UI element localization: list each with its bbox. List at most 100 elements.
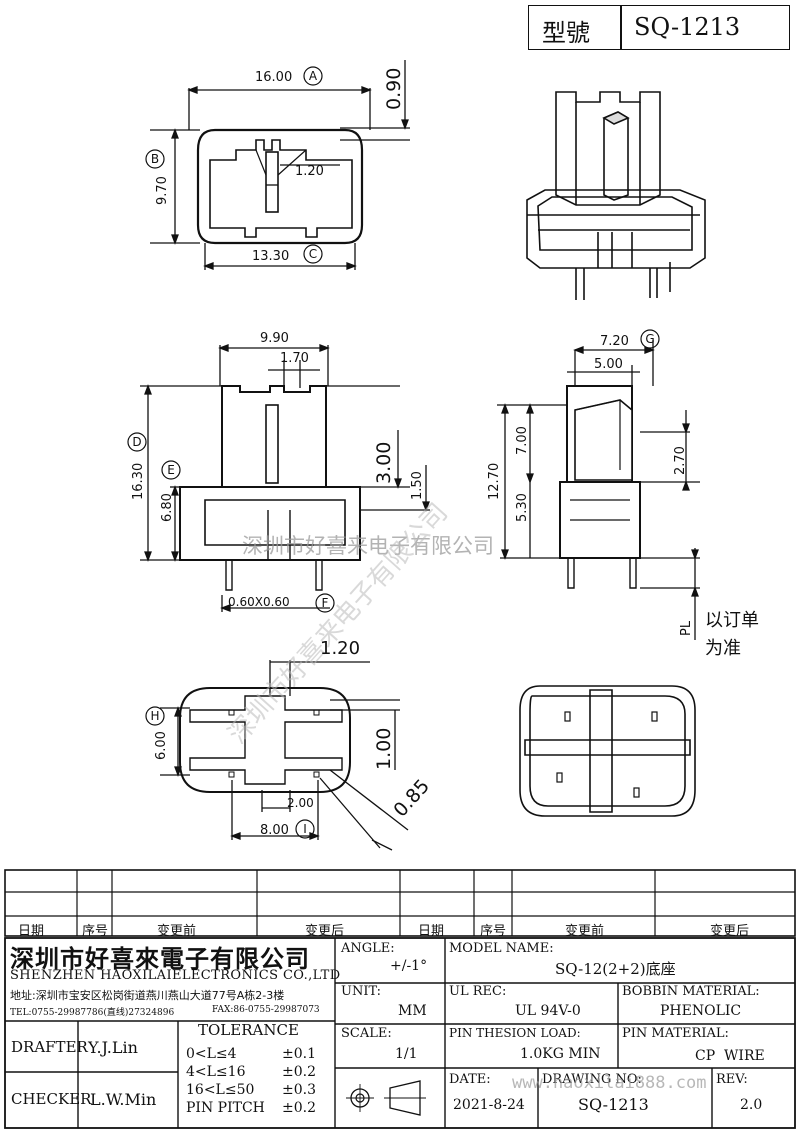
checker-value: L.W.Min [90, 1090, 157, 1109]
dim-0-60x0-60: 0.60X0.60 [228, 595, 290, 609]
dim-1-50: 1.50 [410, 471, 425, 500]
drawing-no-value: SQ-1213 [578, 1095, 649, 1114]
marker-f: F [322, 596, 329, 610]
angle-label: ANGLE: [341, 941, 395, 956]
dim-0-85: 0.85 [389, 775, 434, 821]
scale-value: 1/1 [395, 1046, 418, 1062]
pin-tension-value: 1.0KG MIN [520, 1046, 601, 1062]
tol-value-3: ±0.3 [282, 1082, 316, 1098]
dim-7-00: 7.00 [515, 426, 530, 455]
tol-value-4: ±0.2 [282, 1100, 316, 1116]
dim-1-70: 1.70 [280, 351, 309, 366]
website-watermark: www.haoxilai888.com [512, 1073, 707, 1093]
company-fax: FAX:86-0755-29987073 [212, 1005, 320, 1015]
rev-header-after-1: 变更后 [305, 924, 345, 939]
bobbin-material-value: PHENOLIC [660, 1003, 742, 1019]
side-view [497, 340, 700, 640]
dim-1-20-bottom: 1.20 [320, 638, 360, 659]
dim-1-20-top: 1.20 [295, 164, 324, 179]
rev-header-date-1: 日期 [18, 924, 45, 939]
tol-range-3: 16<L≤50 [186, 1082, 255, 1098]
marker-a: A [309, 69, 318, 83]
rev-label: REV: [716, 1072, 748, 1087]
unit-value: MM [398, 1003, 427, 1019]
markers [127, 66, 660, 839]
ul-rec-label: UL REC: [449, 984, 507, 999]
header-box [528, 5, 790, 50]
front-view [140, 344, 430, 612]
model-value: SQ-1213 [634, 13, 741, 41]
date-label: DATE: [449, 1072, 491, 1087]
bobbin-material-label: BOBBIN MATERIAL: [622, 984, 760, 999]
company-tel: TEL:0755-29987786(直线)27324896 [10, 1008, 175, 1018]
marker-h: H [150, 709, 159, 723]
drafter-value: Y.J.Lin [88, 1038, 138, 1057]
rev-header-before-2: 变更前 [565, 924, 605, 939]
dim-1-00: 1.00 [373, 728, 395, 770]
header-divider [620, 5, 622, 50]
iso-view-bottom [519, 685, 696, 817]
drawing-no-label: DRAWING NO: [542, 1072, 642, 1087]
dim-16-30: 16.30 [131, 463, 146, 500]
company-name-cn: 深圳市好喜來電子有限公司 [10, 944, 310, 973]
scale-label: SCALE: [341, 1026, 392, 1041]
top-view-rib [265, 151, 279, 213]
unit-label: UNIT: [341, 984, 382, 999]
dim-16-00: 16.00 [255, 70, 292, 85]
marker-g: G [645, 332, 654, 346]
dim-5-30: 5.30 [515, 493, 530, 522]
tol-range-2: 4<L≤16 [186, 1064, 246, 1080]
rev-header-no-2: 序号 [480, 924, 507, 939]
dim-7-20: 7.20 [600, 334, 629, 349]
model-name-value: SQ-12(2+2)底座 [555, 960, 676, 978]
marker-b: B [151, 152, 159, 166]
marker-i: I [303, 822, 307, 836]
dim-6-00: 6.00 [154, 731, 169, 760]
rev-header-after-2: 变更后 [710, 924, 750, 939]
pin-material-value: CP WIRE [695, 1048, 765, 1064]
marker-c: C [309, 247, 317, 261]
rev-header-no-1: 序号 [82, 924, 109, 939]
top-view [150, 60, 410, 270]
dim-8-00: 8.00 [260, 823, 289, 838]
rev-header-before-1: 变更前 [157, 924, 197, 939]
checker-label: CHECKER [11, 1090, 92, 1108]
technical-drawing: 深圳市好喜来电子有限公司 深圳市好喜来电子有限公司 16.00 0.90 9.7… [127, 60, 706, 851]
tol-value-1: ±0.1 [282, 1046, 316, 1062]
model-label: 型號 [542, 19, 590, 47]
ul-rec-value: UL 94V-0 [515, 1003, 581, 1019]
watermark: 深圳市好喜来电子有限公司 [242, 534, 494, 558]
model-name-label: MODEL NAME: [449, 941, 554, 956]
date-value: 2021-8-24 [453, 1097, 525, 1113]
title-block-grid [4, 937, 796, 1129]
pl-note-line1: 以订单 [705, 610, 759, 631]
tol-range-1: 0<L≤4 [186, 1046, 237, 1062]
rev-header-date-2: 日期 [418, 924, 445, 939]
dim-9-70: 9.70 [155, 176, 170, 205]
top-view-slope [255, 149, 307, 176]
dim-pl: PL [679, 620, 694, 636]
dim-2-00: 2.00 [287, 796, 314, 810]
dim-2-70: 2.70 [673, 446, 688, 475]
drafter-label: DRAFTER [11, 1038, 88, 1056]
company-address: 地址:深圳市宝安区松岗街道燕川燕山大道77号A栋2-3楼 [10, 989, 285, 1002]
top-view-inner [209, 139, 353, 238]
company-name-en: SHENZHEN HAOXILAIELECTRONICS CO.,LTD [10, 968, 341, 983]
dim-0-90: 0.90 [383, 68, 405, 110]
angle-value: +/-1° [390, 958, 428, 974]
tolerance-label: TOLERANCE [198, 1021, 299, 1039]
dim-9-90: 9.90 [260, 331, 289, 346]
tol-value-2: ±0.2 [282, 1064, 316, 1080]
dim-5-00: 5.00 [594, 357, 623, 372]
revision-table [4, 869, 796, 937]
dim-12-70: 12.70 [487, 463, 502, 500]
marker-e: E [167, 463, 175, 477]
pin-material-label: PIN MATERIAL: [622, 1026, 729, 1041]
marker-d: D [132, 435, 141, 449]
dim-13-30: 13.30 [252, 249, 289, 264]
iso-view-top [526, 91, 706, 300]
dim-3-00: 3.00 [373, 442, 395, 484]
tol-range-4: PIN PITCH [186, 1100, 265, 1116]
pin-tension-label: PIN THESION LOAD: [449, 1026, 581, 1040]
pl-note-line2: 为准 [705, 638, 741, 659]
